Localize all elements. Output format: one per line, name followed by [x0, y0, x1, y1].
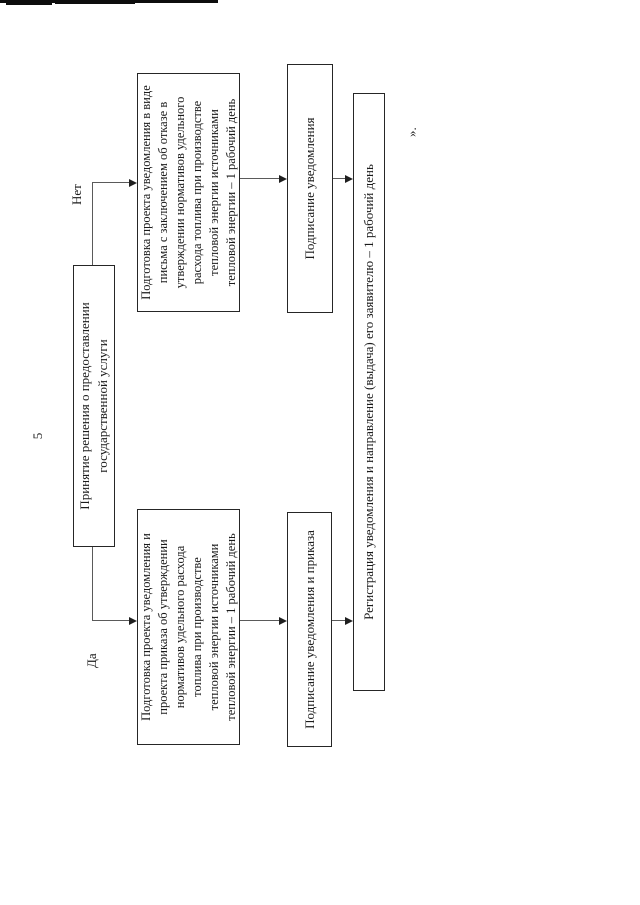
sign-notification-box-label: Подписание уведомления [302, 117, 317, 260]
connector-line [92, 547, 93, 620]
connector-line [240, 620, 281, 621]
arrow-down-icon [279, 617, 287, 625]
refusal-notice-box: Подготовка проекта уведомления в виде пи… [137, 73, 240, 312]
registration-box-label: Регистрация уведомления и направление (в… [361, 164, 376, 620]
connector-line [240, 178, 281, 179]
sign-notification-box: Подписание уведомления [287, 64, 333, 313]
connector-line [92, 182, 93, 265]
branch-no-label: Нет [69, 184, 84, 205]
connector-line [92, 620, 131, 621]
connector-line [332, 620, 346, 621]
arrow-down-icon [129, 179, 137, 187]
approval-notice-box: Подготовка проекта уведомления и проекта… [137, 509, 240, 745]
registration-box: Регистрация уведомления и направление (в… [353, 93, 385, 691]
page-number: 5 [30, 432, 45, 440]
arrow-down-icon [129, 617, 137, 625]
connector-line [92, 182, 131, 183]
approval-notice-box-label: Подготовка проекта уведомления и проекта… [138, 533, 238, 721]
decision-box: Принятие решения о предоставлении госуда… [73, 265, 115, 547]
arrow-down-icon [279, 175, 287, 183]
branch-yes-label: Да [84, 653, 99, 668]
sign-notification-order-box-label: Подписание уведомления и приказа [301, 530, 317, 729]
arrow-down-icon [345, 617, 353, 625]
scan-artifact [55, 0, 135, 4]
decision-box-label: Принятие решения о предоставлении госуда… [77, 302, 110, 510]
closing-quote-mark: ». [404, 127, 419, 137]
scan-artifact [6, 0, 52, 5]
arrow-down-icon [345, 175, 353, 183]
refusal-notice-box-label: Подготовка проекта уведомления в виде пи… [138, 85, 238, 300]
sign-notification-order-box: Подписание уведомления и приказа [287, 512, 332, 747]
